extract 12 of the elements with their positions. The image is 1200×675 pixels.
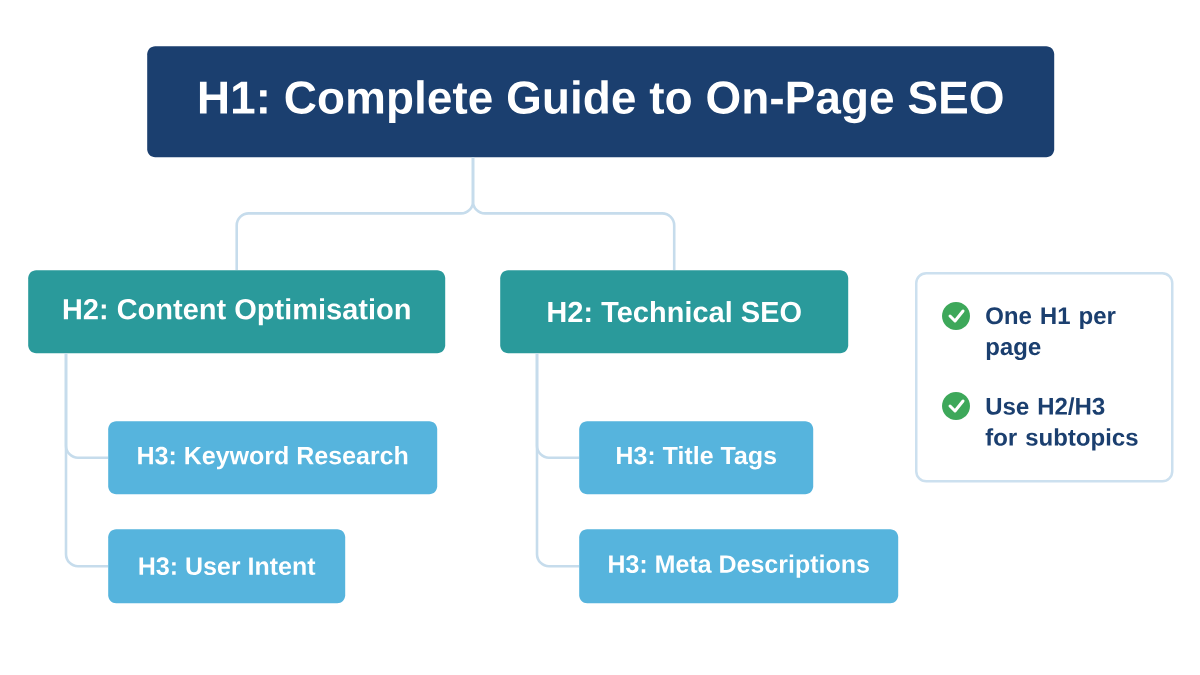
heading-box: H1: Complete Guide to On-Page SEO [147,46,1055,158]
checklist-text: Use H2/H3 for subtopics [985,397,1138,451]
section-box: H2: Technical SEO [500,270,849,354]
connector-line [535,353,579,568]
checklist-text: One H1 per page [986,307,1116,361]
subsection-box: H3: Keyword Research [108,421,438,495]
section-box: H2: Content Optimisation [28,270,446,354]
connector-line [64,353,108,568]
subsection-box: H3: Meta Descriptions [579,529,899,604]
connector-line [471,157,676,270]
subsection-box: H3: Title Tags [579,421,814,495]
subsection-box: H3: User Intent [108,529,346,604]
